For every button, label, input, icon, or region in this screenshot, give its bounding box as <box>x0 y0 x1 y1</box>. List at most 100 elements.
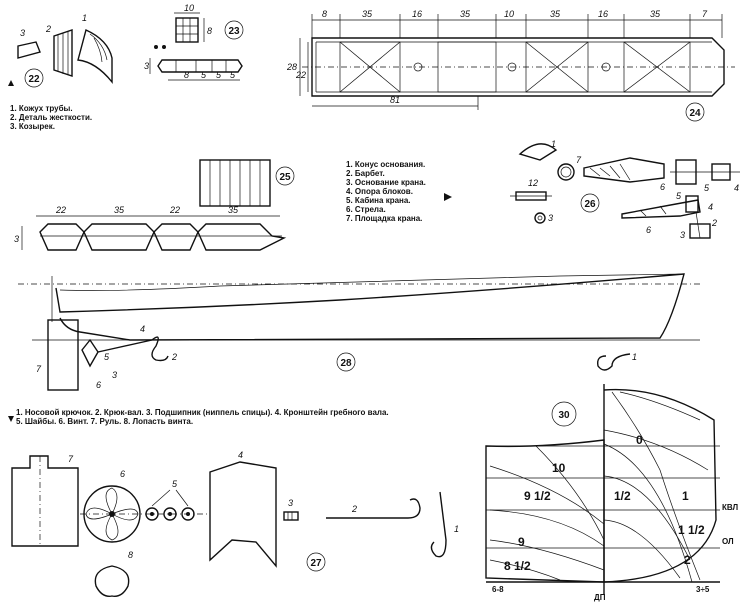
fig25-strips <box>21 159 287 251</box>
fig28-hull-profile <box>18 273 700 391</box>
fig30-label-6-8: 6-8 <box>492 585 504 594</box>
fig30-station-9: 9 <box>518 535 525 549</box>
fig23-dim-10: 10 <box>184 3 194 13</box>
fig28-callout-7: 7 <box>36 364 42 374</box>
fig22-visor-part <box>17 41 41 59</box>
fig26-callout-4a: 4 <box>734 183 739 193</box>
fig22-legend-item: 1. Кожух трубы. <box>10 104 73 113</box>
fig22-callout-1: 1 <box>82 13 87 23</box>
fig28-callout-6: 6 <box>96 380 101 390</box>
fig27-bow-hook <box>430 491 447 558</box>
fig22-casing-part <box>77 29 113 84</box>
fig23-badge: 23 <box>228 26 240 37</box>
fig22-legend-item: 3. Козырек. <box>10 122 55 131</box>
fig26-boom-plan <box>583 157 665 183</box>
fig30-station-0: 0 <box>636 433 643 447</box>
fig24-dim-7: 7 <box>702 9 708 19</box>
fig26-callout-6b: 6 <box>646 225 651 235</box>
fig27-hook-shaft <box>326 498 421 519</box>
fig26-callout-1: 1 <box>551 139 556 149</box>
fig23-dim-8: 8 <box>184 70 189 80</box>
fig28-bow-hook <box>596 353 631 371</box>
fig30-body-plan <box>485 384 720 594</box>
fig26-callout-3a: 3 <box>548 213 553 223</box>
fig23-dim-3: 3 <box>144 61 149 71</box>
fig26-callout-3b: 3 <box>680 230 685 240</box>
fig27-callout-3: 3 <box>288 498 293 508</box>
fig30-label-dp: ДП <box>594 593 606 602</box>
fig30-station-1: 1 <box>682 489 689 503</box>
fig24-dim-28: 28 <box>286 62 297 72</box>
fig26-legend-item: 4. Опора блоков. <box>346 187 413 196</box>
fig27-callout-4: 4 <box>238 450 243 460</box>
fig30-bow-sections-outline <box>603 388 717 583</box>
fig30-station-1-half: 1 1/2 <box>678 523 705 537</box>
fig27-callout-5: 5 <box>172 479 178 489</box>
fig27-rudder <box>11 455 79 547</box>
fig27-callout-1: 1 <box>454 524 459 534</box>
fig28-badge: 28 <box>340 358 352 369</box>
fig26-barbette <box>557 163 575 181</box>
fig30-station-half: 1/2 <box>614 489 631 503</box>
fig28-callout-1: 1 <box>632 352 637 362</box>
fig22-stiffener-part <box>53 29 73 77</box>
fig27-callout-2: 2 <box>351 504 357 514</box>
fig26-dim-12: 12 <box>528 178 538 188</box>
fig27-blade <box>94 565 130 597</box>
fig26-boom-side <box>621 199 701 219</box>
fig25-dim-35a: 35 <box>114 205 125 215</box>
fig30-label-3-5: 3÷5 <box>696 585 710 594</box>
fig28-callout-4: 4 <box>140 324 145 334</box>
fig28-callout-2: 2 <box>171 352 177 362</box>
fig24-dim-35d: 35 <box>650 9 661 19</box>
fig28-callout-3: 3 <box>112 370 117 380</box>
fig30-station-2: 2 <box>684 553 691 567</box>
fig22-funnel-parts <box>8 29 113 86</box>
fig25-dim-3: 3 <box>14 234 19 244</box>
fig27-bearing <box>283 511 299 521</box>
fig26-callout-6a: 6 <box>660 182 665 192</box>
fig27-badge: 27 <box>310 558 322 569</box>
fig25-dim-22a: 22 <box>55 205 66 215</box>
fig26-legend-item: 1. Конус основания. <box>346 160 426 169</box>
fig28-callout-5: 5 <box>104 352 110 362</box>
fig27-bracket <box>209 461 277 568</box>
fig25-badge: 25 <box>279 172 291 183</box>
fig24-dim-16a: 16 <box>412 9 422 19</box>
fig24-dim-16b: 16 <box>598 9 608 19</box>
fig24-badge: 24 <box>689 108 701 119</box>
fig23-dim-8-right: 8 <box>207 26 212 36</box>
fig24-dim-35a: 35 <box>362 9 373 19</box>
fig27-callout-8: 8 <box>128 550 133 560</box>
fig24-dim-35b: 35 <box>460 9 471 19</box>
fig26-callout-5b: 5 <box>676 191 682 201</box>
fig28-hull-outline <box>55 273 685 341</box>
fig27-caption: 1. Носовой крючок. 2. Крюк-вал. 3. Подши… <box>16 408 389 426</box>
fig24-dim-22: 22 <box>295 70 306 80</box>
fig24-dim-35c: 35 <box>550 9 561 19</box>
fig26-legend-item: 3. Основание крана. <box>346 178 426 187</box>
fig26-callout-5a: 5 <box>704 183 710 193</box>
fig27-callout-7: 7 <box>68 454 74 464</box>
fig25-dim-22b: 22 <box>169 205 180 215</box>
fig30-station-8-half: 8 1/2 <box>504 559 531 573</box>
fig26-callout-7: 7 <box>576 155 582 165</box>
fig26-crane-parts <box>444 143 740 239</box>
fig30-station-10: 10 <box>552 461 566 475</box>
fig23-dim-5b: 5 <box>216 70 222 80</box>
fig28-hook <box>151 336 169 362</box>
fig22-badge: 22 <box>28 74 40 85</box>
fig22-callout-3: 3 <box>20 28 25 38</box>
fig30-label-ol: ОЛ <box>722 537 734 546</box>
fig24-deck-plan <box>299 14 735 110</box>
fig24-dim-8: 8 <box>322 9 327 19</box>
fig30-stern-sections-outline <box>485 439 605 583</box>
fig24-dim-81: 81 <box>390 95 400 105</box>
fig26-cone <box>518 143 558 161</box>
fig26-callout-4b: 4 <box>708 202 713 212</box>
fig26-badge: 26 <box>584 199 596 210</box>
fig28-propeller <box>81 338 99 368</box>
fig27-callout-6: 6 <box>120 469 125 479</box>
fig28-rudder <box>47 319 79 391</box>
